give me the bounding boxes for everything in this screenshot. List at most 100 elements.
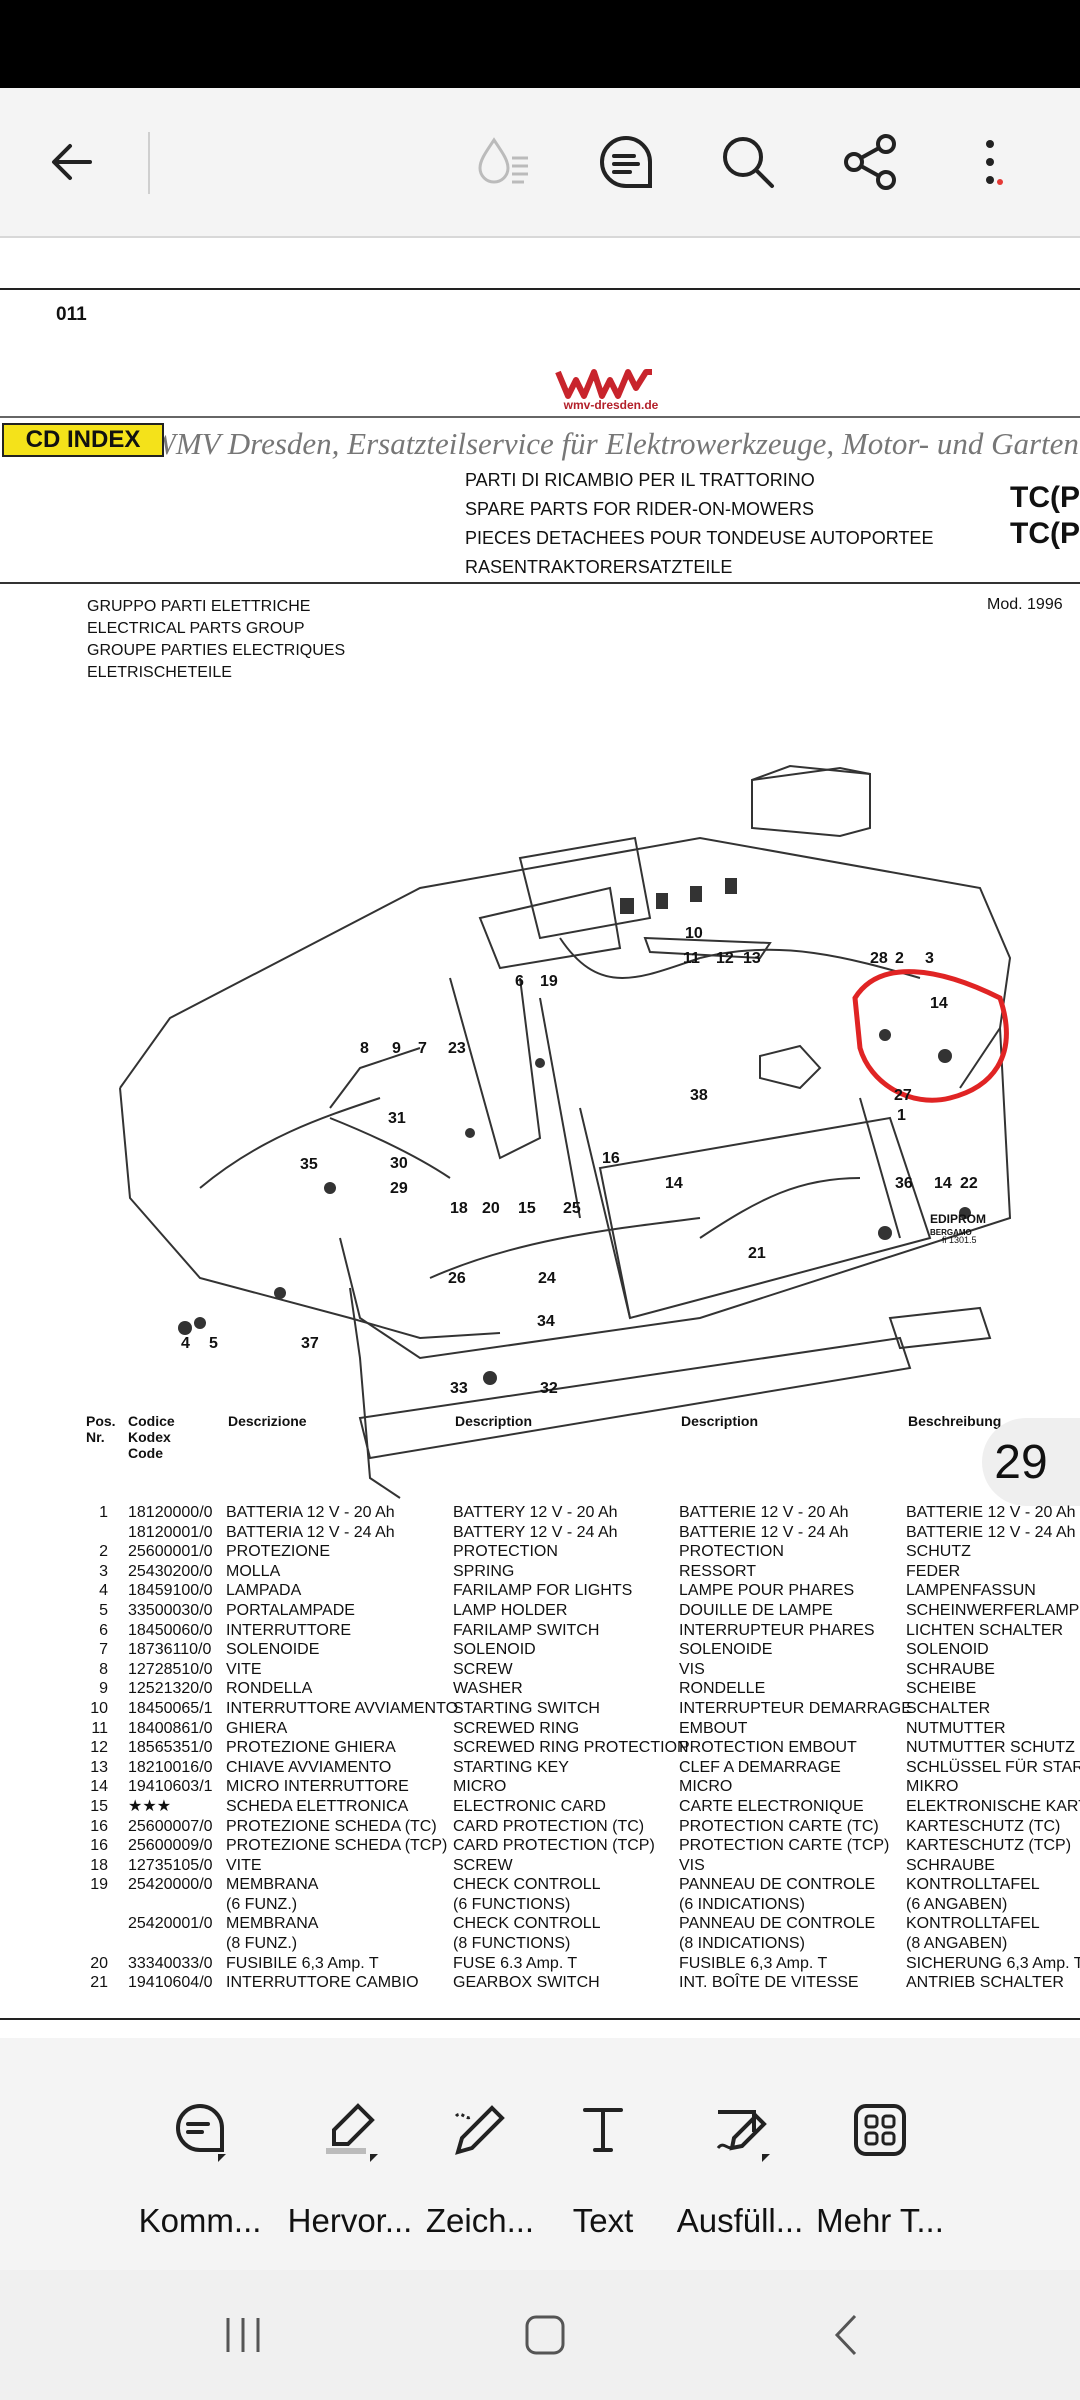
table-cell: (6 INDICATIONS) [679,1895,805,1913]
table-cell: 12521320/0 [128,1680,213,1698]
table-cell: 6 [99,1621,108,1639]
search-icon[interactable] [712,126,784,198]
table-cell: SCHALTER [906,1699,991,1717]
table-cell: 33500030/0 [128,1601,213,1619]
tool-label: Ausfüll... [676,2202,804,2239]
table-cell: 20 [90,1954,108,1972]
recents-button[interactable] [203,2300,283,2370]
table-cell: INTERRUTTORE [226,1621,352,1639]
table-cell: SCHRAUBE [906,1660,995,1678]
model-code: TC(P [1010,481,1080,514]
table-cell: 12728510/0 [128,1660,213,1678]
col-code-header: Codice Kodex Code [128,1413,175,1461]
fill-sign-tool[interactable]: Ausfüll... [665,2080,815,2270]
table-cell: 25600001/0 [128,1543,213,1561]
table-cell: RONDELLE [679,1680,766,1698]
table-cell: PROTECTION [679,1543,784,1561]
table-cell: (8 ANGABEN) [906,1935,1008,1953]
title-block: PARTI DI RICAMBIO PER IL TRATTORINO SPAR… [465,466,933,582]
table-cell: INTERRUPTEUR PHARES [679,1621,875,1639]
nav-back-button[interactable] [808,2300,888,2370]
table-cell: BATTERY 12 V - 24 Ah [453,1523,618,1541]
table-cell: STARTING SWITCH [453,1699,600,1717]
home-button[interactable] [505,2300,585,2370]
reading-mode-icon[interactable] [468,126,540,198]
col-en-header: Description [455,1413,533,1429]
page-bottom-rule [0,2018,1080,2020]
table-cell: 10 [90,1699,108,1717]
table-cell: PROTECTION EMBOUT [679,1739,857,1757]
table-cell: 18565351/0 [128,1739,213,1757]
watermark-text: WMV Dresden, Ersatzteilservice für Elekt… [150,426,1079,461]
text-tool[interactable]: Text [528,2080,678,2270]
toolbar-separator [0,236,1080,238]
page-number: 011 [56,304,87,325]
table-cell: PROTECTION [453,1543,558,1561]
draw-tool[interactable]: Zeich... [405,2080,555,2270]
table-cell: 7 [99,1641,108,1659]
table-cell: FARILAMP SWITCH [453,1621,600,1639]
page-indicator-badge[interactable]: 29 [982,1418,1080,1506]
share-icon[interactable] [834,126,906,198]
model-codes: TC(P TC(P [1010,480,1080,552]
more-tools[interactable]: Mehr T... [805,2080,955,2270]
table-cell: CARD PROTECTION (TC) [453,1817,645,1835]
system-nav-bar [0,2270,1080,2400]
highlight-tool[interactable]: Hervor... [275,2080,425,2270]
table-cell: SCHEINWERFERLAMPE [906,1601,1080,1619]
recents-icon [226,2318,260,2352]
table-cell: PROTEZIONE SCHEDA (TC) [226,1817,437,1835]
table-cell: 18459100/0 [128,1582,213,1600]
table-cell: 25600009/0 [128,1837,213,1855]
table-cell: 9 [99,1680,108,1698]
tool-label: Hervor... [287,2202,413,2239]
table-cell: LAMPENFASSUN [906,1582,1036,1600]
col-pos-label: Nr. [86,1429,105,1445]
header-rule [0,582,1080,584]
table-cell: LICHTEN SCHALTER [906,1621,1064,1639]
table-cell: 11 [91,1719,108,1737]
table-cell: EMBOUT [679,1719,748,1737]
table-cell: LAMPE POUR PHARES [679,1582,855,1600]
table-cell: KONTROLLTAFEL [906,1915,1040,1933]
pdf-page[interactable]: 011 wmv-dresden.de WMV Dresden, Ersatzte… [0,238,1080,2038]
table-cell: MEMBRANA [226,1915,319,1933]
comment-tool[interactable]: Komm... [125,2080,275,2270]
table-cell: 18 [90,1856,108,1874]
table-cell: PROTEZIONE GHIERA [226,1739,396,1757]
back-arrow-icon[interactable] [36,126,108,198]
top-toolbar [0,88,1080,236]
table-cell: PROTECTION CARTE (TCP) [679,1837,890,1855]
table-cell: 25420001/0 [128,1915,213,1933]
fill-sign-icon [704,2094,776,2166]
table-cell: CHECK CONTROLL [453,1876,601,1894]
group-title: GRUPPO PARTI ELETTRICHE ELECTRICAL PARTS… [87,596,345,684]
table-cell: VIS [679,1856,705,1874]
table-cell: PROTEZIONE SCHEDA (TCP) [226,1837,448,1855]
table-cell: 18120000/0 [128,1504,213,1521]
tool-label: Zeich... [425,2202,535,2239]
table-cell: PROTECTION CARTE (TC) [679,1817,879,1835]
electrical-parts-diagram [119,764,1012,1499]
comment-list-icon[interactable] [590,126,662,198]
table-cell: 25600007/0 [128,1817,213,1835]
table-cell: SOLENOIDE [226,1641,320,1659]
heading-de: RASENTRAKTORERSATZTEILE [465,557,733,577]
table-cell: GHIERA [226,1719,288,1737]
text-icon [567,2094,639,2166]
table-cell: 18120001/0 [128,1523,213,1541]
table-cell: ELECTRONIC CARD [453,1797,606,1815]
table-cell: INT. BOÎTE DE VITESSE [679,1974,859,1992]
table-cell: MICRO INTERRUTTORE [226,1778,409,1796]
table-cell: BATTERIA 12 V - 20 Ah [226,1504,395,1521]
col-code-label: Kodex [128,1429,171,1445]
table-cell: CARD PROTECTION (TCP) [453,1837,655,1855]
heading-it: PARTI DI RICAMBIO PER IL TRATTORINO [465,470,815,490]
table-cell: (6 ANGABEN) [906,1895,1008,1913]
cd-index-button[interactable]: CD INDEX [2,423,164,457]
more-options-icon[interactable] [958,126,1030,198]
heading-fr: PIECES DETACHEES POUR TONDEUSE AUTOPORTE… [465,528,934,548]
table-cell: SCREWED RING [453,1719,580,1737]
table-cell: SCHUTZ [906,1543,971,1561]
table-cell: 19410604/0 [128,1974,213,1992]
